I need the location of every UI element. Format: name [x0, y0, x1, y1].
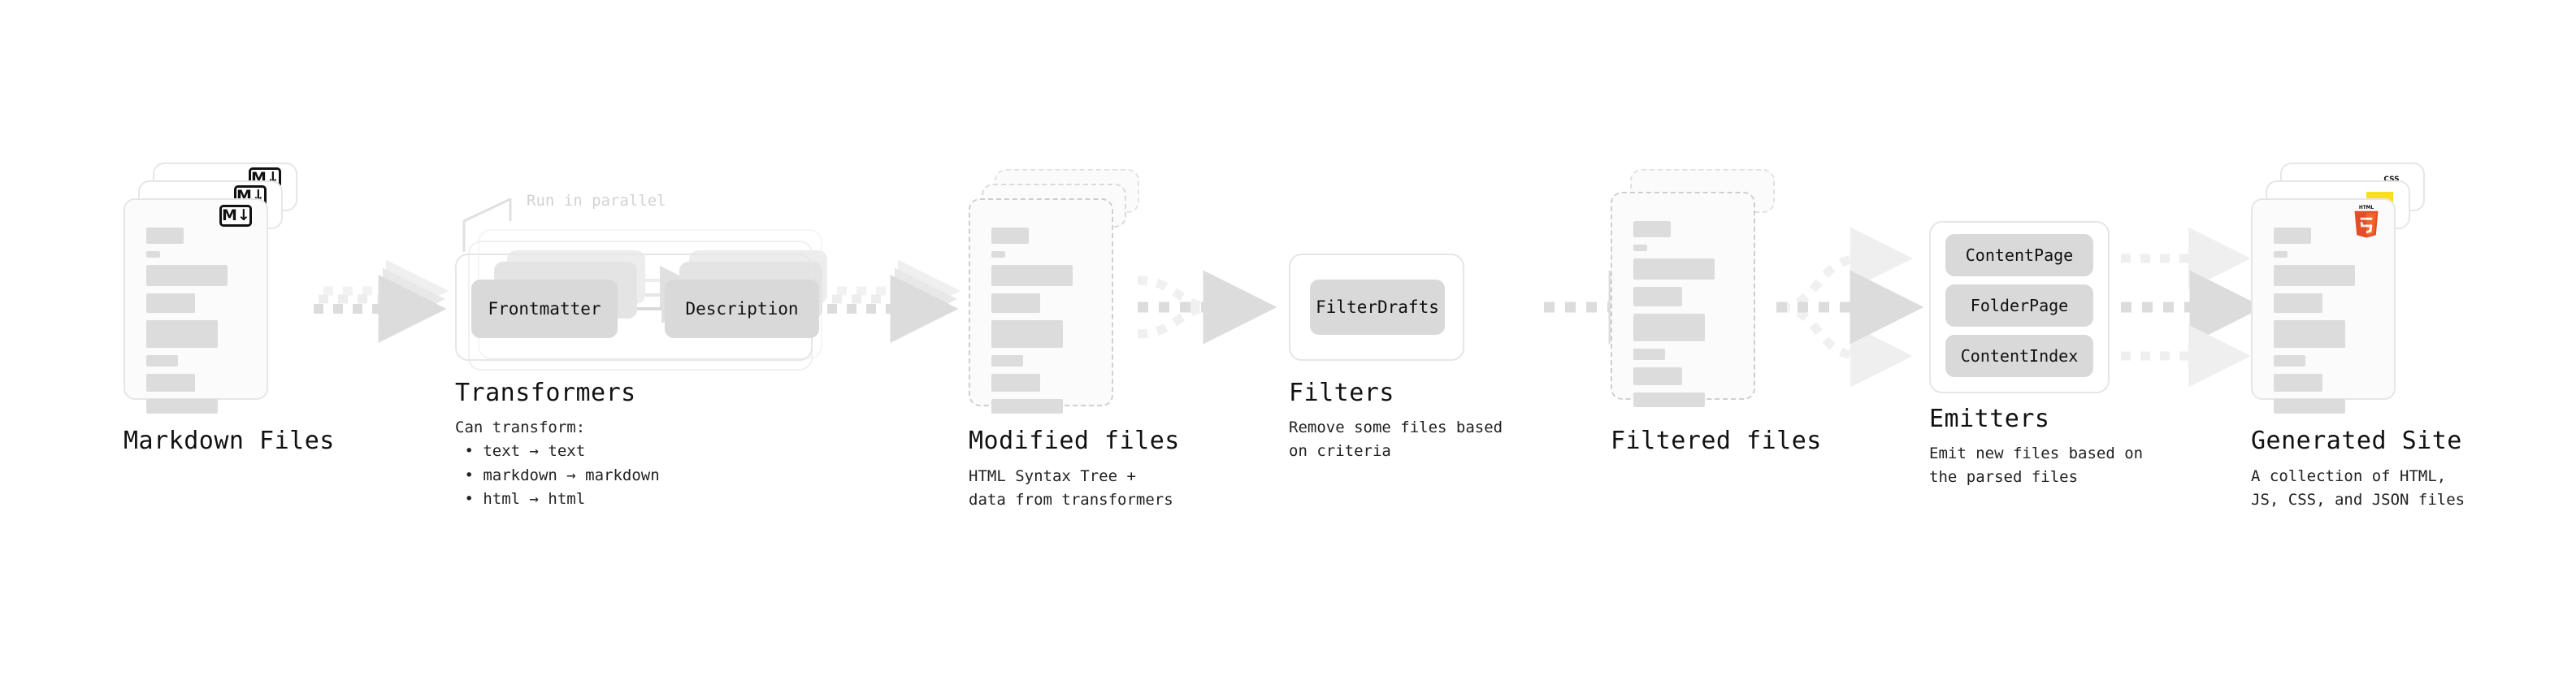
skeleton-bar: [2274, 251, 2288, 258]
stage-subtitle-transformers: Can transform: • text → text • markdown …: [455, 419, 660, 509]
skeleton-bar: [1633, 258, 1715, 280]
skeleton-bar: [991, 293, 1040, 313]
arrow-markdown-to-transformers: [314, 259, 449, 343]
file-skeleton: [970, 200, 1112, 414]
skeleton-bar: [2274, 320, 2345, 348]
arrow-transformers-to-modified: [827, 259, 961, 343]
skeleton-bar: [991, 399, 1063, 414]
stage-title-modified-files: Modified files: [969, 427, 1180, 455]
stage-title-transformers: Transformers: [455, 379, 636, 407]
skeleton-bar: [1633, 245, 1648, 251]
skeleton-bar: [2274, 355, 2306, 367]
svg-text:HTML: HTML: [2359, 206, 2374, 210]
stage-title-emitters: Emitters: [1929, 405, 2050, 433]
skeleton-bar: [2274, 265, 2356, 286]
emitter-contentindex[interactable]: ContentIndex: [1945, 335, 2093, 377]
run-in-parallel-label: Run in parallel: [527, 192, 666, 210]
skeleton-bar: [146, 355, 179, 367]
skeleton-bar: [146, 374, 195, 392]
transformer-description[interactable]: Description: [665, 280, 819, 338]
skeleton-bar: [991, 374, 1040, 392]
skeleton-bar: [146, 228, 184, 244]
file-skeleton: [2253, 200, 2394, 414]
arrow-filtered-to-emitters: [1776, 227, 1924, 388]
stage-title-markdown-files: Markdown Files: [124, 427, 335, 455]
skeleton-bar: [991, 355, 1024, 367]
stage-subtitle-filters: Remove some files based on criteria: [1289, 419, 1503, 461]
arrow-emitters-to-site: [2121, 227, 2264, 388]
skeleton-bar: [146, 320, 218, 348]
file-card-front: [124, 198, 268, 414]
stage-title-filters: Filters: [1289, 379, 1394, 407]
file-card-front: [1611, 192, 1755, 407]
emitters-container: [1929, 221, 2110, 393]
file-skeleton: [1612, 193, 1754, 407]
skeleton-bar: [991, 320, 1063, 348]
emitter-contentpage[interactable]: ContentPage: [1945, 234, 2093, 276]
skeleton-bar: [2274, 228, 2312, 244]
file-card-front: [2251, 198, 2396, 414]
markdown-icon: M↓: [219, 205, 252, 227]
file-skeleton: [125, 200, 267, 414]
stage-title-generated-site: Generated Site: [2251, 427, 2462, 455]
skeleton-bar: [146, 293, 195, 313]
skeleton-bar: [1633, 287, 1682, 306]
filter-filterdrafts[interactable]: FilterDrafts: [1310, 280, 1445, 335]
skeleton-bar: [991, 251, 1006, 258]
skeleton-bar: [1633, 349, 1666, 360]
stage-subtitle-emitters: Emit new files based on the parsed files: [1929, 445, 2144, 487]
html5-icon: HTML: [2354, 206, 2379, 238]
skeleton-bar: [1633, 221, 1672, 237]
emitter-folderpage[interactable]: FolderPage: [1945, 284, 2093, 327]
skeleton-bar: [2274, 293, 2322, 313]
skeleton-bar: [2274, 399, 2345, 414]
filters-container: [1289, 254, 1464, 361]
skeleton-bar: [2274, 374, 2322, 392]
stage-subtitle-modified-files: HTML Syntax Tree + data from transformer…: [969, 467, 1173, 510]
skeleton-bar: [146, 399, 218, 414]
transformer-frontmatter[interactable]: Frontmatter: [471, 280, 618, 338]
skeleton-bar: [1633, 367, 1682, 385]
skeleton-bar: [991, 228, 1030, 244]
skeleton-bar: [146, 251, 161, 258]
skeleton-bar: [146, 265, 228, 286]
skeleton-bar: [1633, 393, 1705, 407]
arrow-modified-to-filters: [1137, 270, 1277, 345]
stage-subtitle-generated-site: A collection of HTML, JS, CSS, and JSON …: [2251, 467, 2465, 510]
stage-title-filtered-files: Filtered files: [1611, 427, 1822, 455]
skeleton-bar: [991, 265, 1073, 286]
file-card-front: [969, 198, 1113, 414]
skeleton-bar: [1633, 314, 1705, 341]
